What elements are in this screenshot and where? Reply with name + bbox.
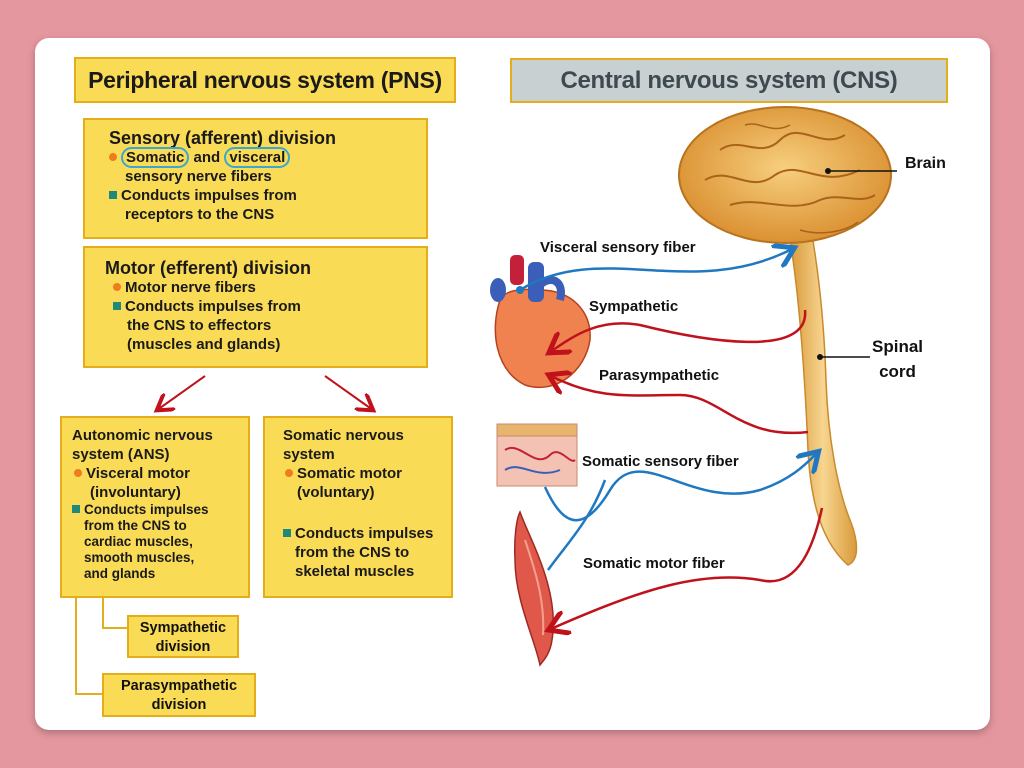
heart-illustration <box>490 255 591 389</box>
parasympathetic-fiber <box>553 377 809 435</box>
motor-heading: Motor (efferent) division <box>105 258 311 278</box>
orange-bullet-icon <box>109 153 117 161</box>
somatic-word: Somatic <box>121 147 190 168</box>
muscle-illustration <box>514 510 554 667</box>
sensory-heading: Sensory (afferent) division <box>109 128 337 148</box>
division-arrows <box>160 375 370 408</box>
teal-bullet-icon <box>283 529 291 537</box>
somatic-motor-fiber <box>553 507 824 628</box>
parasympathetic-division-box: Parasympathetic division <box>102 673 256 717</box>
visceral-sensory-label: Visceral sensory fiber <box>540 239 696 256</box>
autonomic-system-box: Autonomic nervous system (ANS) Visceral … <box>60 416 250 598</box>
arrow-to-autonomic <box>160 375 206 408</box>
sympathetic-division-box: Sympathetic division <box>127 615 239 658</box>
somatic-sensory-fiber-muscle <box>546 479 607 571</box>
sensory-division-box: Sensory (afferent) division Somatic and … <box>83 118 428 239</box>
cns-title: Central nervous system (CNS) <box>510 58 948 103</box>
somatic-sensory-fiber <box>543 455 815 522</box>
skin-illustration <box>496 423 578 487</box>
somatic-motor-label: Somatic motor fiber <box>583 555 725 572</box>
spinal-cord-label: Spinal cord <box>872 337 924 381</box>
brain-label: Brain <box>905 155 946 172</box>
arrow-to-somatic <box>324 375 370 408</box>
teal-bullet-icon <box>72 505 80 513</box>
orange-bullet-icon <box>285 469 293 477</box>
orange-bullet-icon <box>74 469 82 477</box>
parasympathetic-label: Parasympathetic <box>599 367 720 384</box>
sympathetic-fiber <box>553 309 807 350</box>
sympathetic-label: Sympathetic <box>589 298 679 315</box>
orange-bullet-icon <box>113 283 121 291</box>
somatic-system-box: Somatic nervous system Somatic motor (vo… <box>263 416 453 598</box>
teal-bullet-icon <box>109 191 117 199</box>
visceral-word: visceral <box>224 147 291 168</box>
pns-title: Peripheral nervous system (PNS) <box>74 57 456 103</box>
visceral-sensory-fiber <box>519 250 790 292</box>
spinal-cord <box>789 234 858 566</box>
somatic-sensory-label: Somatic sensory fiber <box>582 453 739 470</box>
teal-bullet-icon <box>113 302 121 310</box>
motor-division-box: Motor (efferent) division Motor nerve fi… <box>83 246 428 368</box>
brain-illustration <box>678 106 892 244</box>
division-connectors <box>75 598 127 695</box>
